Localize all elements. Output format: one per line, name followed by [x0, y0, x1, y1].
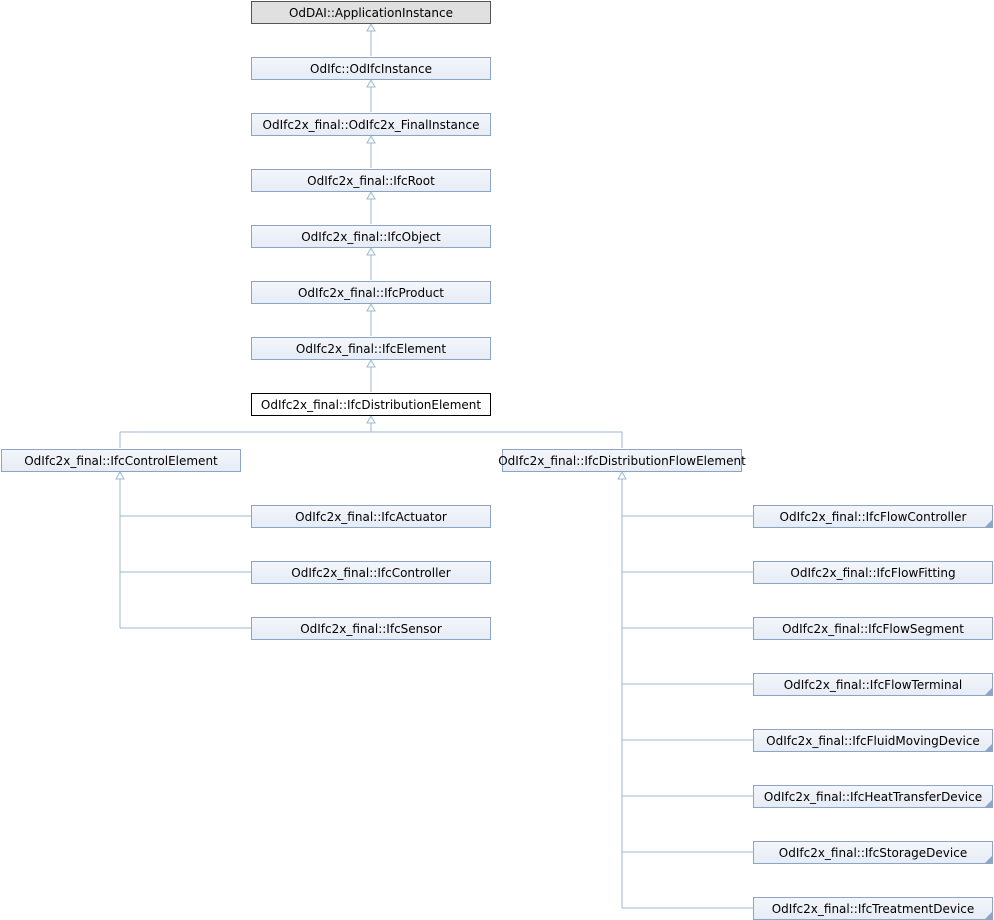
node-ifc-product[interactable]: OdIfc2x_final::IfcProduct	[251, 281, 491, 304]
node-odifc-instance[interactable]: OdIfc::OdIfcInstance	[251, 57, 491, 80]
more-subclasses-marker	[985, 744, 992, 751]
more-subclasses-marker	[985, 688, 992, 695]
node-ifc-distribution-flow-element[interactable]: OdIfc2x_final::IfcDistributionFlowElemen…	[498, 449, 746, 472]
node-ifc-object[interactable]: OdIfc2x_final::IfcObject	[251, 225, 491, 248]
node-label: OdIfc2x_final::IfcTreatmentDevice	[771, 901, 975, 916]
more-subclasses-marker	[985, 856, 992, 863]
more-subclasses-marker	[985, 912, 992, 919]
node-final-instance[interactable]: OdIfc2x_final::OdIfc2x_FinalInstance	[251, 113, 491, 136]
more-subclasses-marker	[985, 520, 992, 527]
node-ifc-control-element[interactable]: OdIfc2x_final::IfcControlElement	[1, 449, 241, 472]
node-label: OdIfc2x_final::IfcFlowTerminal	[783, 677, 963, 692]
node-ifc-storage-device[interactable]: OdIfc2x_final::IfcStorageDevice	[753, 841, 993, 864]
node-ifc-sensor[interactable]: OdIfc2x_final::IfcSensor	[251, 617, 491, 640]
node-label: OdIfc2x_final::IfcFlowController	[779, 509, 967, 524]
node-ifc-distribution-element: OdIfc2x_final::IfcDistributionElement	[251, 393, 491, 416]
node-ifc-heat-transfer-device[interactable]: OdIfc2x_final::IfcHeatTransferDevice	[753, 785, 993, 808]
node-ifc-root[interactable]: OdIfc2x_final::IfcRoot	[251, 169, 491, 192]
node-ifc-actuator[interactable]: OdIfc2x_final::IfcActuator	[251, 505, 491, 528]
more-subclasses-marker	[985, 800, 992, 807]
node-ifc-flow-segment[interactable]: OdIfc2x_final::IfcFlowSegment	[753, 617, 993, 640]
node-ifc-flow-terminal[interactable]: OdIfc2x_final::IfcFlowTerminal	[753, 673, 993, 696]
node-ifc-element[interactable]: OdIfc2x_final::IfcElement	[251, 337, 491, 360]
node-ifc-controller[interactable]: OdIfc2x_final::IfcController	[251, 561, 491, 584]
node-label: OdIfc2x_final::IfcFluidMovingDevice	[766, 733, 980, 748]
node-label: OdIfc2x_final::IfcStorageDevice	[778, 845, 968, 860]
node-ifc-treatment-device[interactable]: OdIfc2x_final::IfcTreatmentDevice	[753, 897, 993, 920]
node-ifc-flow-fitting[interactable]: OdIfc2x_final::IfcFlowFitting	[753, 561, 993, 584]
node-label: OdIfc2x_final::IfcHeatTransferDevice	[763, 789, 983, 804]
node-ifc-flow-controller[interactable]: OdIfc2x_final::IfcFlowController	[753, 505, 993, 528]
node-application-instance: OdDAI::ApplicationInstance	[251, 1, 491, 24]
node-ifc-fluid-moving-device[interactable]: OdIfc2x_final::IfcFluidMovingDevice	[753, 729, 993, 752]
